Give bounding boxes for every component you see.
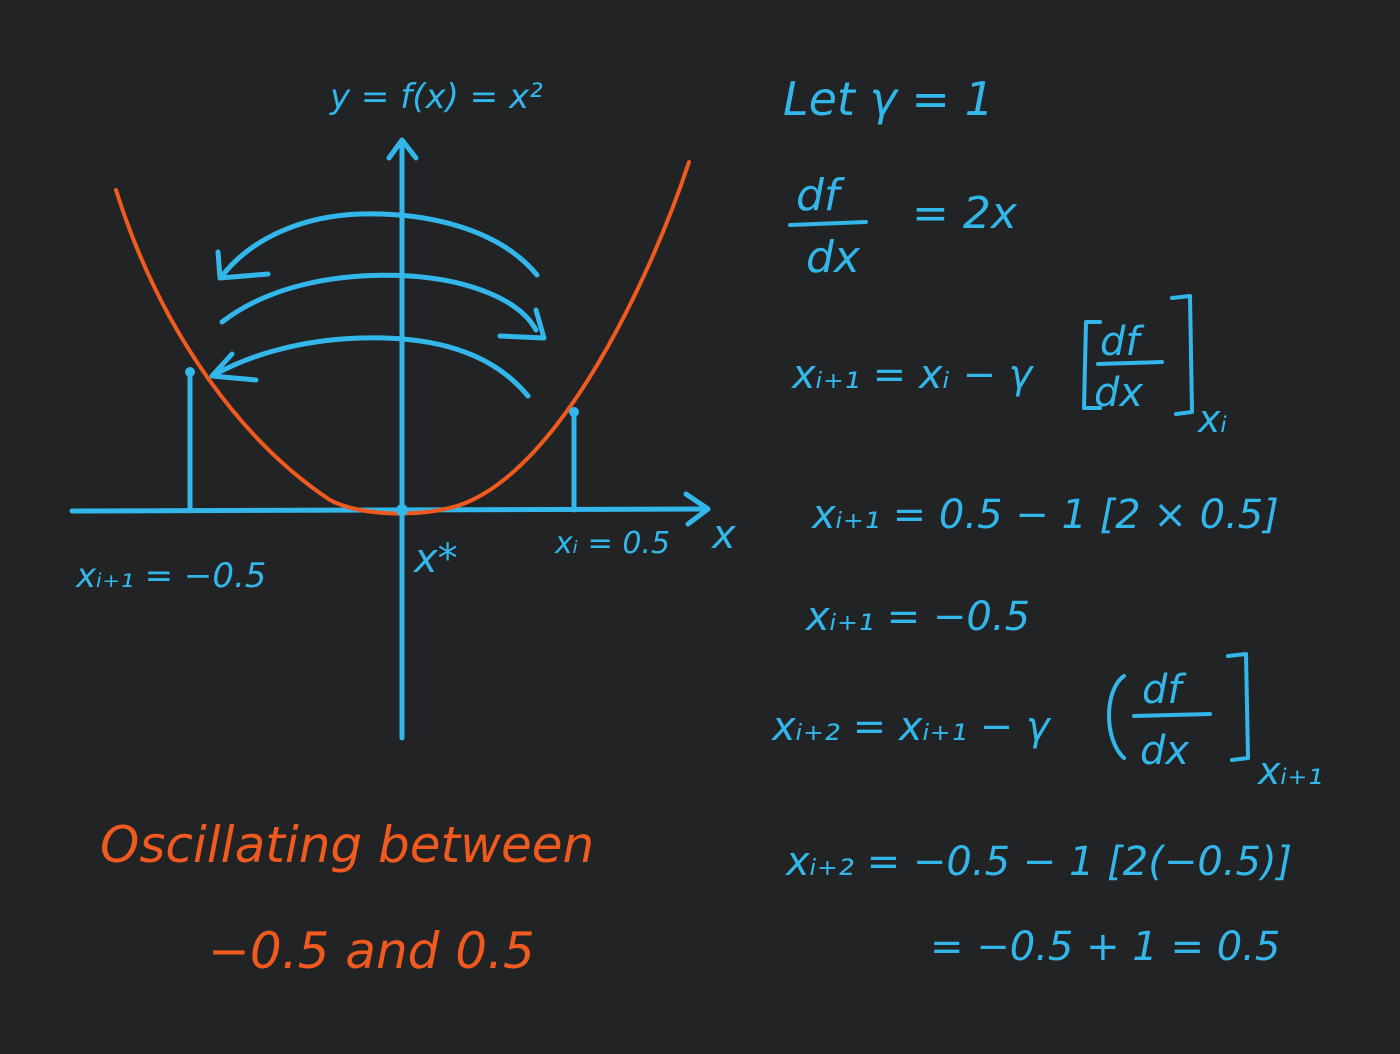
update-rule-subscript: xᵢ [1197, 397, 1227, 441]
caption-line-2: −0.5 and 0.5 [208, 922, 535, 980]
update-rule-fraction-bar [1096, 360, 1164, 366]
update2-rule-subscript: xᵢ₊₁ [1257, 749, 1323, 793]
derivative-fraction-bar [788, 220, 868, 227]
minimum-label: x* [412, 536, 458, 582]
derivative-numerator: df [796, 170, 846, 221]
oscillation-arrow-middle-head [497, 307, 547, 341]
update-rule-close-bracket [1170, 294, 1194, 416]
oscillation-arrow-bottom [211, 335, 531, 399]
right-point-dot [569, 407, 579, 417]
oscillation-arrow-middle [219, 272, 539, 333]
step1-equation: xᵢ₊₁ = 0.5 − 1 [2 × 0.5] [810, 492, 1279, 538]
update2-rule-frac-num: df [1142, 667, 1187, 713]
minimum-dot [396, 504, 408, 516]
derivative-rhs: = 2x [912, 188, 1018, 239]
update2-rule-close-bracket [1226, 652, 1250, 762]
update2-rule-fraction-bar [1132, 712, 1212, 718]
derivative-denominator: dx [806, 232, 861, 283]
update-rule-frac-num: df [1100, 319, 1145, 365]
update2-rule-lhs: xᵢ₊₂ = xᵢ₊₁ − γ [770, 704, 1052, 750]
x-axis [69, 506, 708, 514]
step2-result: = −0.5 + 1 = 0.5 [930, 924, 1280, 970]
y-axis-arrowhead [386, 137, 419, 161]
x-axis-label: x [710, 512, 736, 558]
update-rule-open-bracket [1082, 320, 1102, 410]
point-right-label: xᵢ = 0.5 [554, 526, 670, 561]
update-rule-frac-den: dx [1094, 370, 1143, 416]
x-axis-arrowhead [683, 491, 711, 527]
oscillation-arrow-top-head [215, 249, 271, 281]
caption-line-1: Oscillating between [100, 816, 594, 874]
y-axis-label: y = f(x) = x² [329, 77, 543, 117]
derivation: Let γ = 1 df dx = 2x xᵢ₊₁ = xᵢ − γ df dx… [770, 72, 1323, 970]
update2-rule-open-bracket [1107, 674, 1126, 760]
graph: y = f(x) = x² x x* xᵢ = 0.5 xᵢ₊₁ = −0.5 [69, 77, 736, 741]
left-point-dot [185, 367, 195, 377]
update2-rule-frac-den: dx [1140, 728, 1189, 774]
caption: Oscillating between −0.5 and 0.5 [100, 816, 594, 980]
oscillation-arrow-top [219, 211, 540, 279]
oscillation-arrow-bottom-head [209, 351, 259, 383]
point-left-label: xᵢ₊₁ = −0.5 [75, 556, 266, 596]
update-rule-lhs: xᵢ₊₁ = xᵢ − γ [790, 352, 1035, 398]
let-gamma-line: Let γ = 1 [783, 72, 994, 126]
step2-equation: xᵢ₊₂ = −0.5 − 1 [2(−0.5)] [784, 839, 1292, 885]
step1-result: xᵢ₊₁ = −0.5 [804, 594, 1030, 640]
